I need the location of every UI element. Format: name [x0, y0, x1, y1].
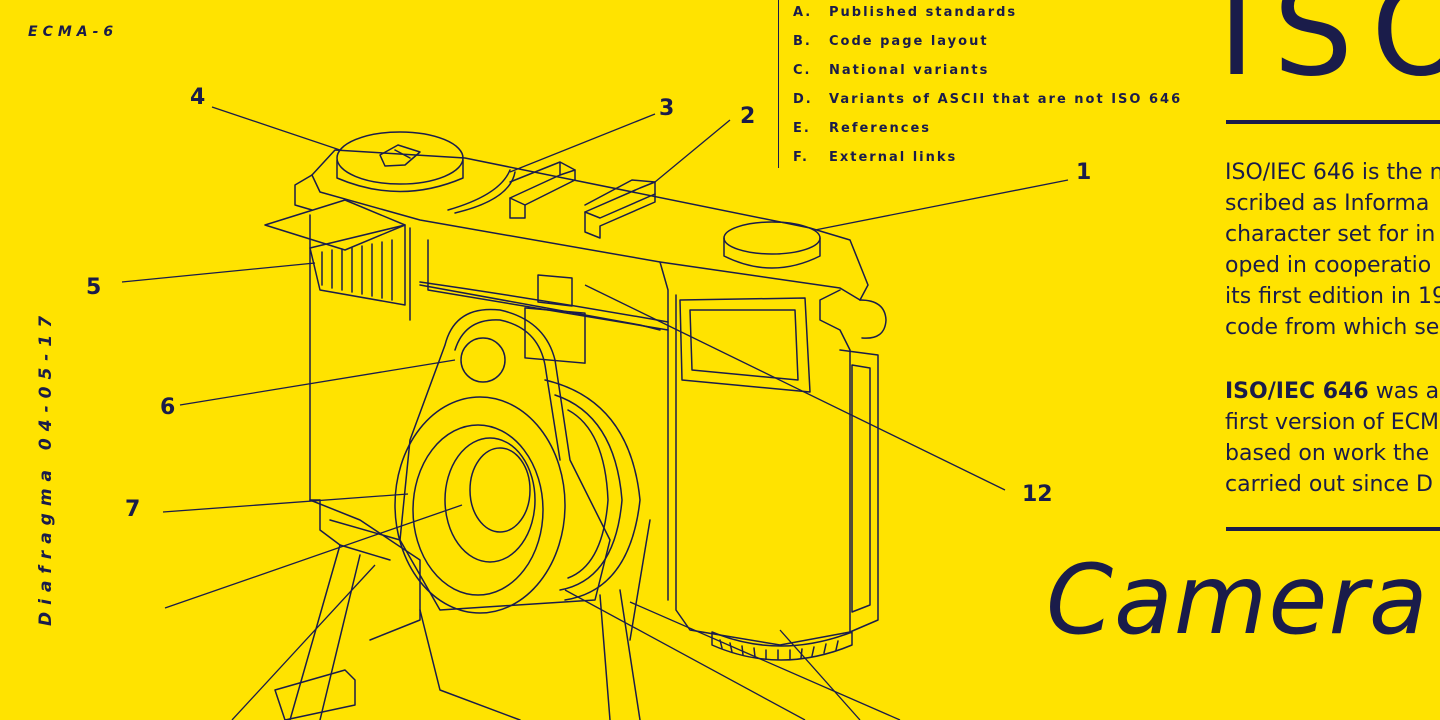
table-of-contents: A.Published standards B.Code page layout… — [778, 0, 1182, 168]
leader-line-2 — [654, 119, 731, 183]
leader-line-3 — [509, 113, 656, 173]
lens-pin-6 — [460, 337, 506, 383]
callout-12: 12 — [1022, 482, 1053, 507]
rangefinder-window — [524, 307, 586, 364]
leader-line-7 — [162, 493, 409, 513]
camera-drawing — [264, 131, 887, 720]
leader-line-10 — [564, 589, 806, 720]
callout-4: 4 — [190, 85, 206, 110]
iso-bold-term: ISO/IEC 646 — [1225, 379, 1369, 404]
lens-board — [399, 308, 611, 611]
camera-title: Camera s — [1046, 544, 1440, 656]
divider-bottom — [1226, 527, 1440, 531]
leader-line-9 — [231, 564, 376, 720]
leader-line-8 — [164, 504, 463, 609]
bottom-dial — [711, 631, 853, 661]
iso-title: ISO — [1218, 0, 1440, 104]
toc-item[interactable]: D.Variants of ASCII that are not ISO 646 — [793, 92, 1183, 107]
front-left-edge — [309, 214, 321, 501]
right-body-panel — [675, 289, 851, 646]
leader-line-6 — [179, 359, 456, 406]
paragraph-2: ISO/IEC 646 was al first version of ECM … — [1225, 379, 1440, 497]
callout-6: 6 — [160, 395, 176, 420]
viewfinder-window — [679, 297, 811, 393]
callout-7: 7 — [125, 497, 141, 522]
toc-item[interactable]: E.References — [793, 121, 932, 136]
side-label: Diafragma 04-05-17 — [36, 308, 56, 626]
callout-1: 1 — [1076, 160, 1092, 185]
toc-item[interactable]: B.Code page layout — [793, 34, 989, 49]
callout-3: 3 — [659, 96, 675, 121]
leader-line-11 — [629, 601, 901, 720]
callout-5: 5 — [86, 275, 102, 300]
shutter-dial — [336, 131, 464, 185]
leader-line-4 — [211, 106, 341, 151]
callout-2: 2 — [740, 104, 756, 129]
top-plate-outline — [311, 149, 869, 301]
toc-item[interactable]: C.National variants — [793, 63, 990, 78]
rewind-knob — [723, 221, 821, 255]
leader-line-1 — [814, 179, 1069, 231]
shoe-part-3 — [509, 169, 576, 219]
shoe-part-2 — [584, 181, 656, 239]
paragraph-1: ISO/IEC 646 is the n scribed as Informa … — [1225, 160, 1440, 340]
lens-barrel — [394, 396, 566, 614]
leader-line-5 — [121, 262, 316, 283]
divider-top — [1226, 120, 1440, 124]
header-code: ECMA-6 — [28, 24, 119, 40]
toc-item[interactable]: F.External links — [793, 150, 958, 165]
toc-item[interactable]: A.Published standards — [793, 5, 1018, 20]
